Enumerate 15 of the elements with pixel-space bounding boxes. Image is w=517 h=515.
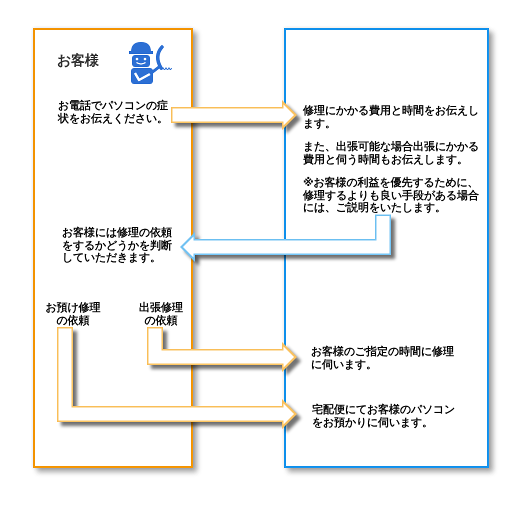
block-arrow: [171, 100, 297, 130]
flow-text: お客様のご指定の時間に修理に伺います。: [311, 346, 455, 371]
panel: [33, 28, 193, 468]
flow-text: お客様には修理の依頼をするかどうかを判断していただきます。: [62, 227, 173, 264]
block-arrow: [147, 327, 297, 372]
info-paragraph: ※お客様の利益を優先するために、修理するよりも良い手段がある場合には、ご説明をいたします。: [303, 177, 480, 214]
flow-text: 宅配便にてお客様のパソコンをお預かりに伺います。: [312, 404, 456, 429]
flow-text: お電話でパソコンの症状をお伝えください。: [58, 100, 169, 125]
block-arrow: [180, 214, 391, 262]
panel-heading: お客様: [57, 53, 99, 69]
flow-text: お預け修理の依頼: [44, 302, 102, 327]
panel: [284, 28, 489, 468]
flow-text: 出張修理の依頼: [138, 302, 184, 327]
info-paragraph: 修理にかかる費用と時間をお伝えします。: [303, 105, 480, 130]
info-paragraph: また、出張可能な場合出張にかかる費用と伺う時間もお伝えします。: [303, 141, 480, 166]
